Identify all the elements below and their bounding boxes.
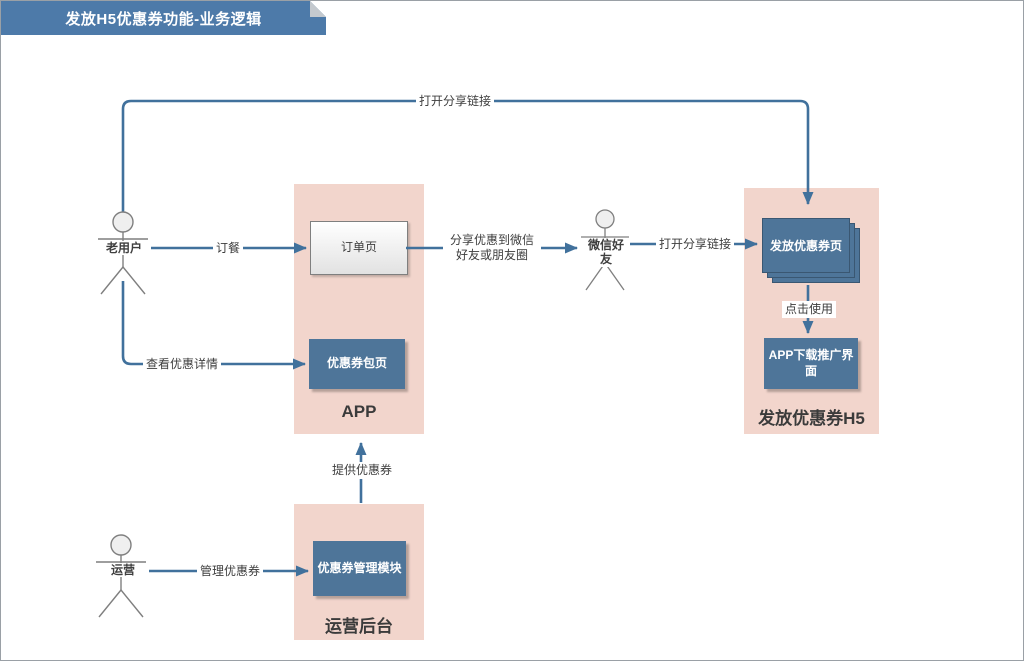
node-coupon-distribute-page: 发放优惠券页 <box>762 218 850 273</box>
container-app-label: APP <box>341 402 377 421</box>
edge-label-open-share-link: 打开分享链接 <box>656 236 735 253</box>
container-backend-label: 运营后台 <box>325 617 393 636</box>
edge-label-provide-coupon: 提供优惠券 <box>329 462 396 479</box>
actor-old-user-label: 老用户 <box>97 241 151 256</box>
edge-label-click-to-use: 点击使用 <box>782 301 837 318</box>
edge-label-manage-coupon: 管理优惠券 <box>197 563 264 580</box>
edge-open-share-link-top <box>121 99 814 213</box>
edge-view-coupon-detail <box>121 281 306 370</box>
title-banner: 发放H5优惠券功能-业务逻辑 <box>1 1 326 35</box>
edge-label-order-food: 订餐 <box>213 240 244 257</box>
actor-operator-label: 运营 <box>106 563 140 578</box>
node-coupon-distribute-page-stack: 发放优惠券页 <box>762 218 862 285</box>
container-h5-label: 发放优惠券H5 <box>758 409 865 428</box>
edge-label-open-share-link-top: 打开分享链接 <box>416 93 495 110</box>
page-title: 发放H5优惠券功能-业务逻辑 <box>65 10 262 28</box>
node-coupon-manage-module: 优惠券管理模块 <box>313 541 406 596</box>
edge-label-share-to-wechat: 分享优惠到微信好友或朋友圈 <box>443 232 541 264</box>
edge-label-view-coupon-detail: 查看优惠详情 <box>143 356 222 373</box>
node-app-download-page: APP下载推广界面 <box>764 338 858 389</box>
actor-wechat-friend-label: 微信好友 <box>582 238 630 267</box>
node-order-page: 订单页 <box>310 221 408 275</box>
node-coupon-package-page: 优惠券包页 <box>309 339 405 389</box>
